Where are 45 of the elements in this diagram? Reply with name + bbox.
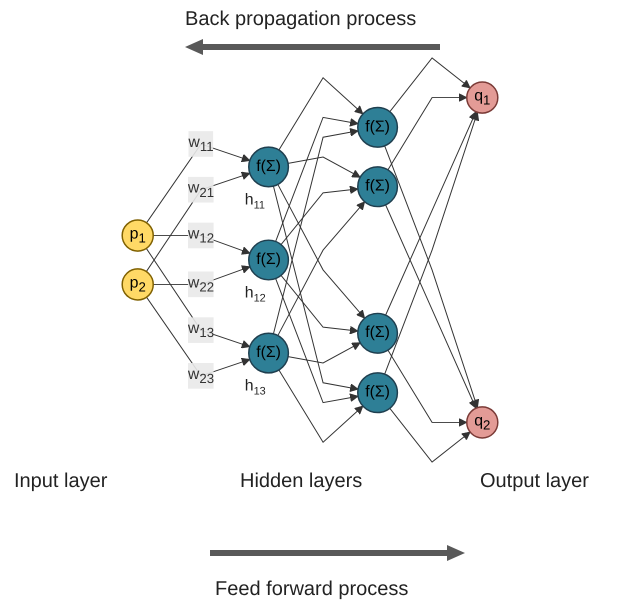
node-circle: p$_{2}$ [121,268,154,301]
node-caption: h$_{11}$ [244,192,265,212]
node-caption: h$_{12}$ [244,284,266,305]
node-circle: f(Σ) [248,332,290,374]
arrow [277,184,366,319]
arrow [278,76,364,151]
arrow [288,156,361,178]
process-label: Feed forward process [215,578,408,601]
node-circle: f(Σ) [357,106,398,148]
arrow [272,128,358,334]
edge-label: w$_{13}$ [188,320,214,340]
layer-label: Hidden layers [240,470,362,493]
arrow [275,278,358,404]
edge-label: w$_{23}$ [188,366,214,386]
edge-label: w$_{22}$ [188,274,214,294]
arrow [278,369,364,444]
arrow [389,57,470,112]
node-circle: f(Σ) [357,166,398,208]
arrow [272,186,358,392]
arrow [280,186,358,246]
layer-label: Input layer [14,470,108,493]
arrow [288,342,361,364]
process-label: Back propagation process [185,8,416,31]
arrow [385,111,477,316]
arrow [384,112,480,375]
layer-label: Output layer [480,470,589,493]
node-circle: f(Σ) [248,146,290,188]
arrow [389,408,470,463]
node-circle: q$_{2}$ [466,406,499,439]
arrow [387,93,468,170]
edge-label: w$_{21}$ [188,180,214,200]
arrow [280,274,358,334]
node-caption: h$_{13}$ [244,378,266,398]
arrow [387,350,468,427]
arrow [277,201,366,336]
arrow [385,204,477,409]
arrow [384,145,480,408]
node-circle: f(Σ) [357,312,398,354]
edge-label: w$_{12}$ [188,226,214,246]
arrow [275,116,358,242]
node-circle: q$_{1}$ [466,81,499,114]
node-circle: f(Σ) [248,239,290,281]
node-circle: f(Σ) [357,372,398,414]
edge-label: w$_{11}$ [188,134,214,154]
node-circle: p$_{1}$ [121,219,154,252]
